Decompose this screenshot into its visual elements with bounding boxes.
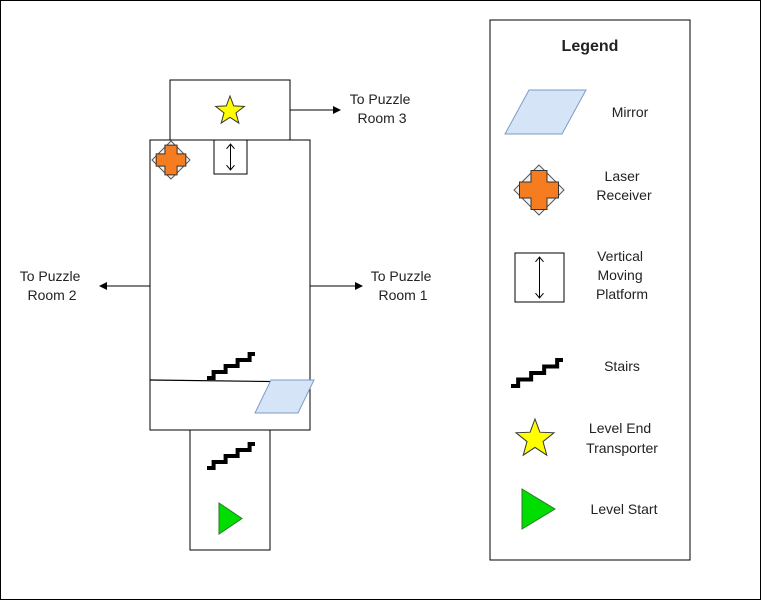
exit-label-room1: To Puzzle Room 1 [371,268,436,303]
mirror-icon [504,89,587,135]
stairs-icon [207,442,255,470]
exit-label-room3: To Puzzle Room 3 [350,91,415,126]
level-start-icon [218,502,243,535]
legend-label-level-start: Level Start [591,501,658,517]
legend-title: Legend [562,38,619,55]
level-end-star-icon [214,94,246,125]
laser-receiver-icon [151,140,191,180]
legend-label-mirror: Mirror [612,104,649,120]
legend-label-vertical-moving-platform: Vertical Moving Platform [596,248,648,302]
vertical-moving-platform-icon [514,252,565,303]
legend-label-laser-receiver: Laser Receiver [596,168,652,203]
mirror-icon [254,379,315,414]
laser-receiver-icon [513,164,565,216]
star-icon [514,417,556,457]
legend-label-level-end-transporter: Level End Transporter [586,420,658,456]
bottom-room [189,429,271,551]
vertical-moving-platform-icon [213,139,248,175]
stairs-icon [511,358,563,388]
play-triangle-icon [521,488,556,530]
legend-label-stairs: Stairs [604,358,640,374]
stairs-icon [207,352,255,380]
exit-label-room2: To Puzzle Room 2 [20,268,85,303]
